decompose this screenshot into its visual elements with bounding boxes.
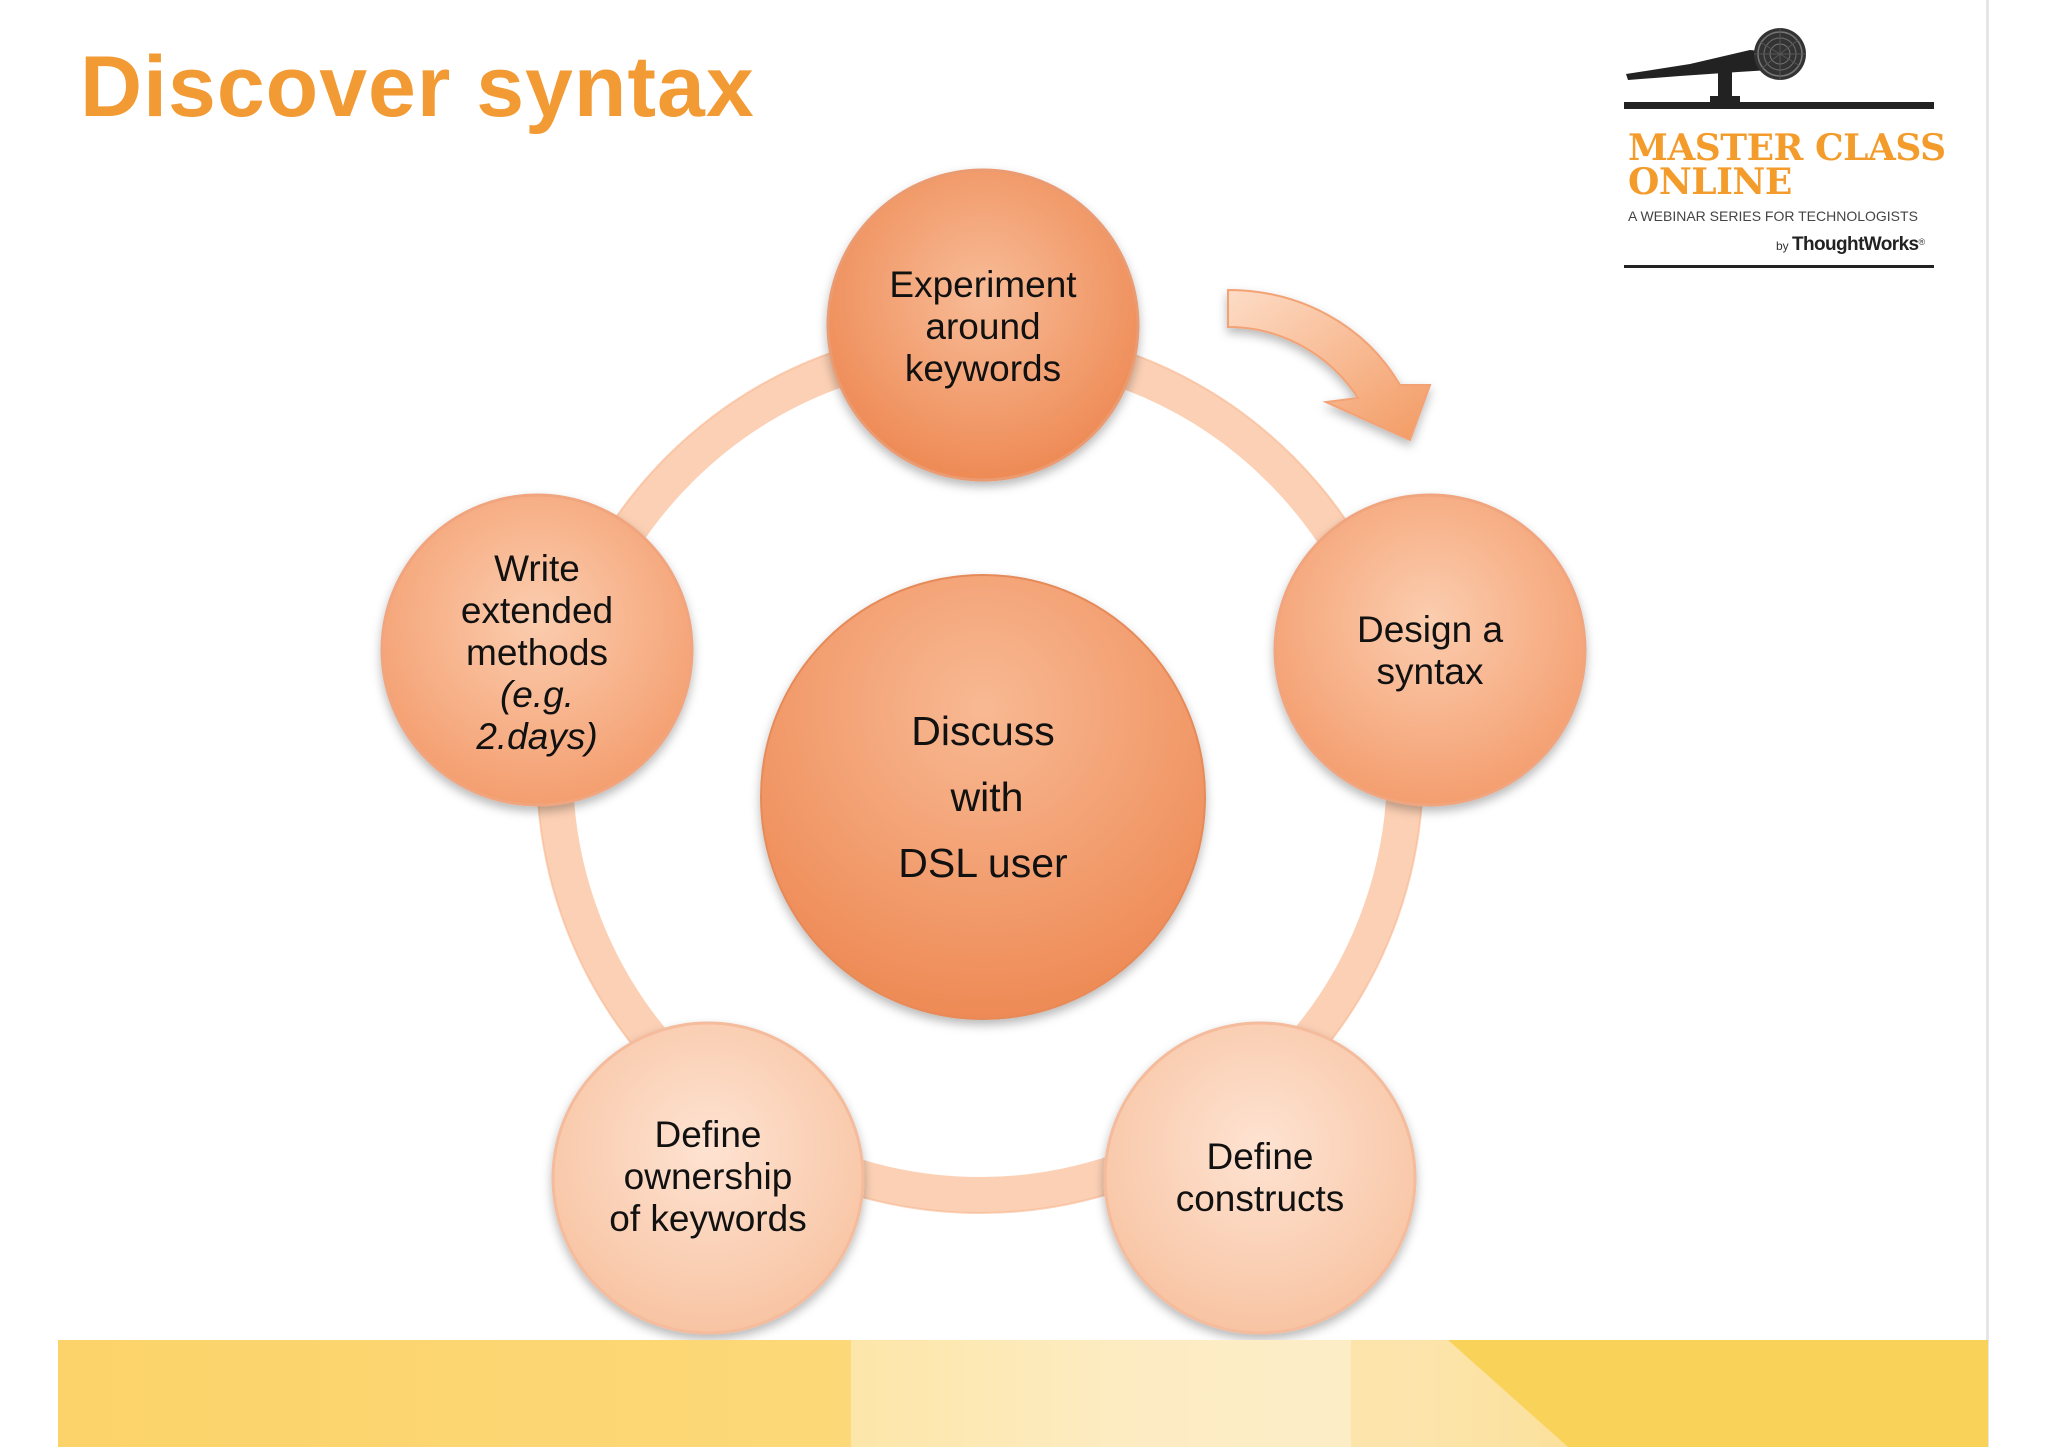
logo-title-line1: MASTER CLASS (1628, 127, 1946, 169)
node-circle-design (1273, 493, 1587, 807)
node-experiment-line3: keywords (904, 348, 1062, 389)
node-design-line1: Design a (1356, 609, 1504, 650)
node-write-line2: extended (460, 590, 614, 631)
microphone-icon (1626, 28, 1806, 102)
center-line3: DSL user (898, 840, 1068, 886)
page-title: Discover syntax (80, 39, 755, 135)
center-circle (760, 574, 1206, 1020)
logo-by-text: by (1776, 239, 1789, 253)
logo-byline: by ThoughtWorks® (1776, 234, 1925, 256)
footer-band-highlight (851, 1340, 1351, 1447)
footer-band-accent (1448, 1340, 1988, 1447)
center-label: Discuss with DSL user (833, 698, 1133, 896)
node-circle-experiment (826, 168, 1140, 482)
node-write-line5: 2.days) (476, 716, 598, 757)
logo-brand: ThoughtWorks (1792, 234, 1919, 255)
node-design-line2: syntax (1376, 651, 1484, 692)
node-ownership-line3: of keywords (609, 1198, 807, 1239)
cycle-direction-arrow (1227, 288, 1432, 442)
node-circle-constructs (1103, 1021, 1417, 1335)
node-design-label: Design a syntax (1280, 609, 1580, 693)
center-line2: with (950, 774, 1024, 820)
node-experiment-label: Experiment around keywords (833, 264, 1133, 390)
node-ownership-label: Define ownership of keywords (558, 1114, 858, 1240)
node-circle-ownership (551, 1021, 865, 1335)
node-constructs-line1: Define (1206, 1136, 1314, 1177)
node-write-line4: (e.g. (499, 674, 575, 715)
node-constructs-line2: constructs (1175, 1178, 1345, 1219)
node-write-label: Write extended methods (e.g. 2.days) (387, 548, 687, 758)
node-write-line3: methods (466, 632, 608, 673)
logo-brand-mark: ® (1918, 237, 1926, 247)
logo-top-rule (1624, 102, 1934, 109)
logo-subtitle: A WEBINAR SERIES FOR TECHNOLOGISTS (1628, 208, 1918, 224)
node-circle-write (380, 493, 694, 807)
logo-bottom-rule (1624, 265, 1934, 268)
footer-band (58, 1340, 1988, 1447)
center-line1: Discuss (911, 708, 1055, 754)
logo-title-line2: ONLINE (1628, 161, 1792, 203)
node-experiment-line2: around (925, 306, 1041, 347)
node-constructs-label: Define constructs (1110, 1136, 1410, 1220)
slide-edge-divider (1986, 0, 1989, 1447)
node-ownership-line1: Define (654, 1114, 762, 1155)
node-experiment-line1: Experiment (889, 264, 1077, 305)
node-write-line1: Write (494, 548, 580, 589)
master-class-logo: MASTER CLASS ONLINE A WEBINAR SERIES FOR… (1620, 12, 1946, 272)
node-ownership-line2: ownership (623, 1156, 793, 1197)
